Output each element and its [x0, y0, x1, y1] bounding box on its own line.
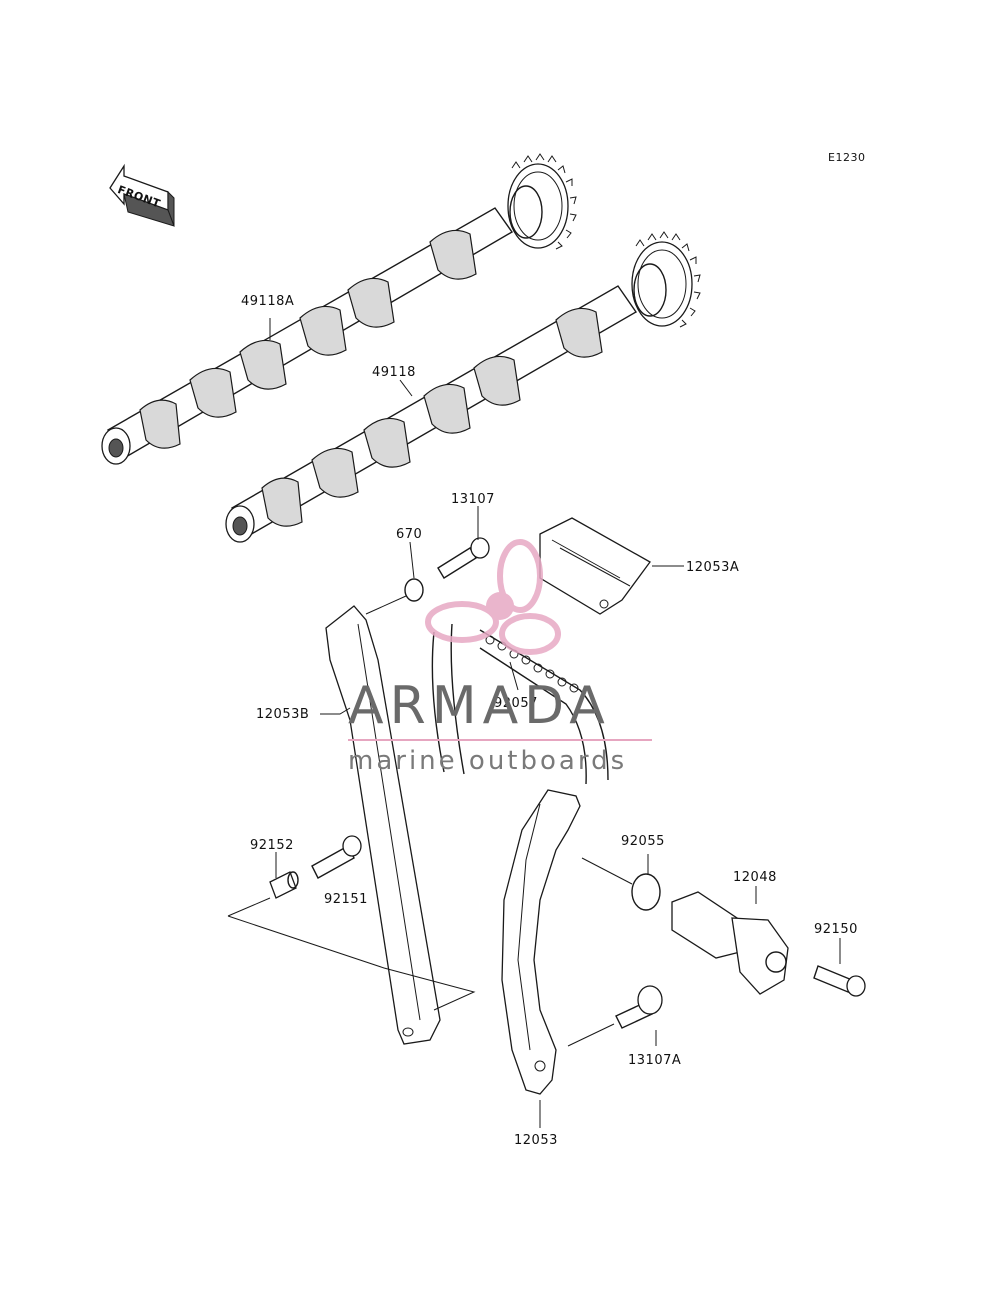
- bolt-13107a: [615, 985, 663, 1029]
- guide-upper: [539, 517, 651, 615]
- bolt-13107: [437, 537, 490, 579]
- watermark-title: ARMADA: [348, 676, 611, 736]
- armada-logo-icon: [425, 539, 561, 655]
- label-bolt-13107a: 13107A: [628, 1053, 682, 1068]
- camshaft-exhaust: [101, 153, 577, 465]
- bolt-92150: [813, 965, 866, 997]
- label-chain: 92057: [494, 696, 538, 711]
- label-guide-upper: 12053A: [686, 560, 740, 575]
- label-guide-right: 12053: [514, 1133, 558, 1148]
- front-arrow-icon: [109, 163, 175, 227]
- oring-670: [404, 578, 424, 602]
- label-camshaft-exhaust: 49118A: [241, 294, 295, 309]
- watermark-divider: [348, 739, 652, 741]
- chain-tensioner: [671, 891, 789, 995]
- label-bolt-92151: 92151: [324, 892, 368, 907]
- label-collar: 92152: [250, 838, 294, 853]
- collar-92152: [269, 871, 299, 899]
- timing-chain: [431, 623, 609, 785]
- label-oring-670: 670: [396, 527, 423, 542]
- label-tensioner: 12048: [733, 870, 777, 885]
- label-guide-left: 12053B: [256, 707, 310, 722]
- oring-92055: [631, 873, 661, 911]
- diagram-code: E1230: [828, 151, 866, 164]
- label-bolt-92150: 92150: [814, 922, 858, 937]
- guide-left: [325, 605, 441, 1045]
- guide-right: [501, 789, 581, 1095]
- watermark-subtitle: marine outboards: [348, 746, 628, 776]
- label-oring-92055: 92055: [621, 834, 665, 849]
- leader-lines: [227, 318, 841, 1128]
- label-camshaft-intake: 49118: [372, 365, 416, 380]
- bolt-92151: [311, 835, 362, 879]
- label-bolt-13107: 13107: [451, 492, 495, 507]
- camshaft-intake: [225, 231, 701, 543]
